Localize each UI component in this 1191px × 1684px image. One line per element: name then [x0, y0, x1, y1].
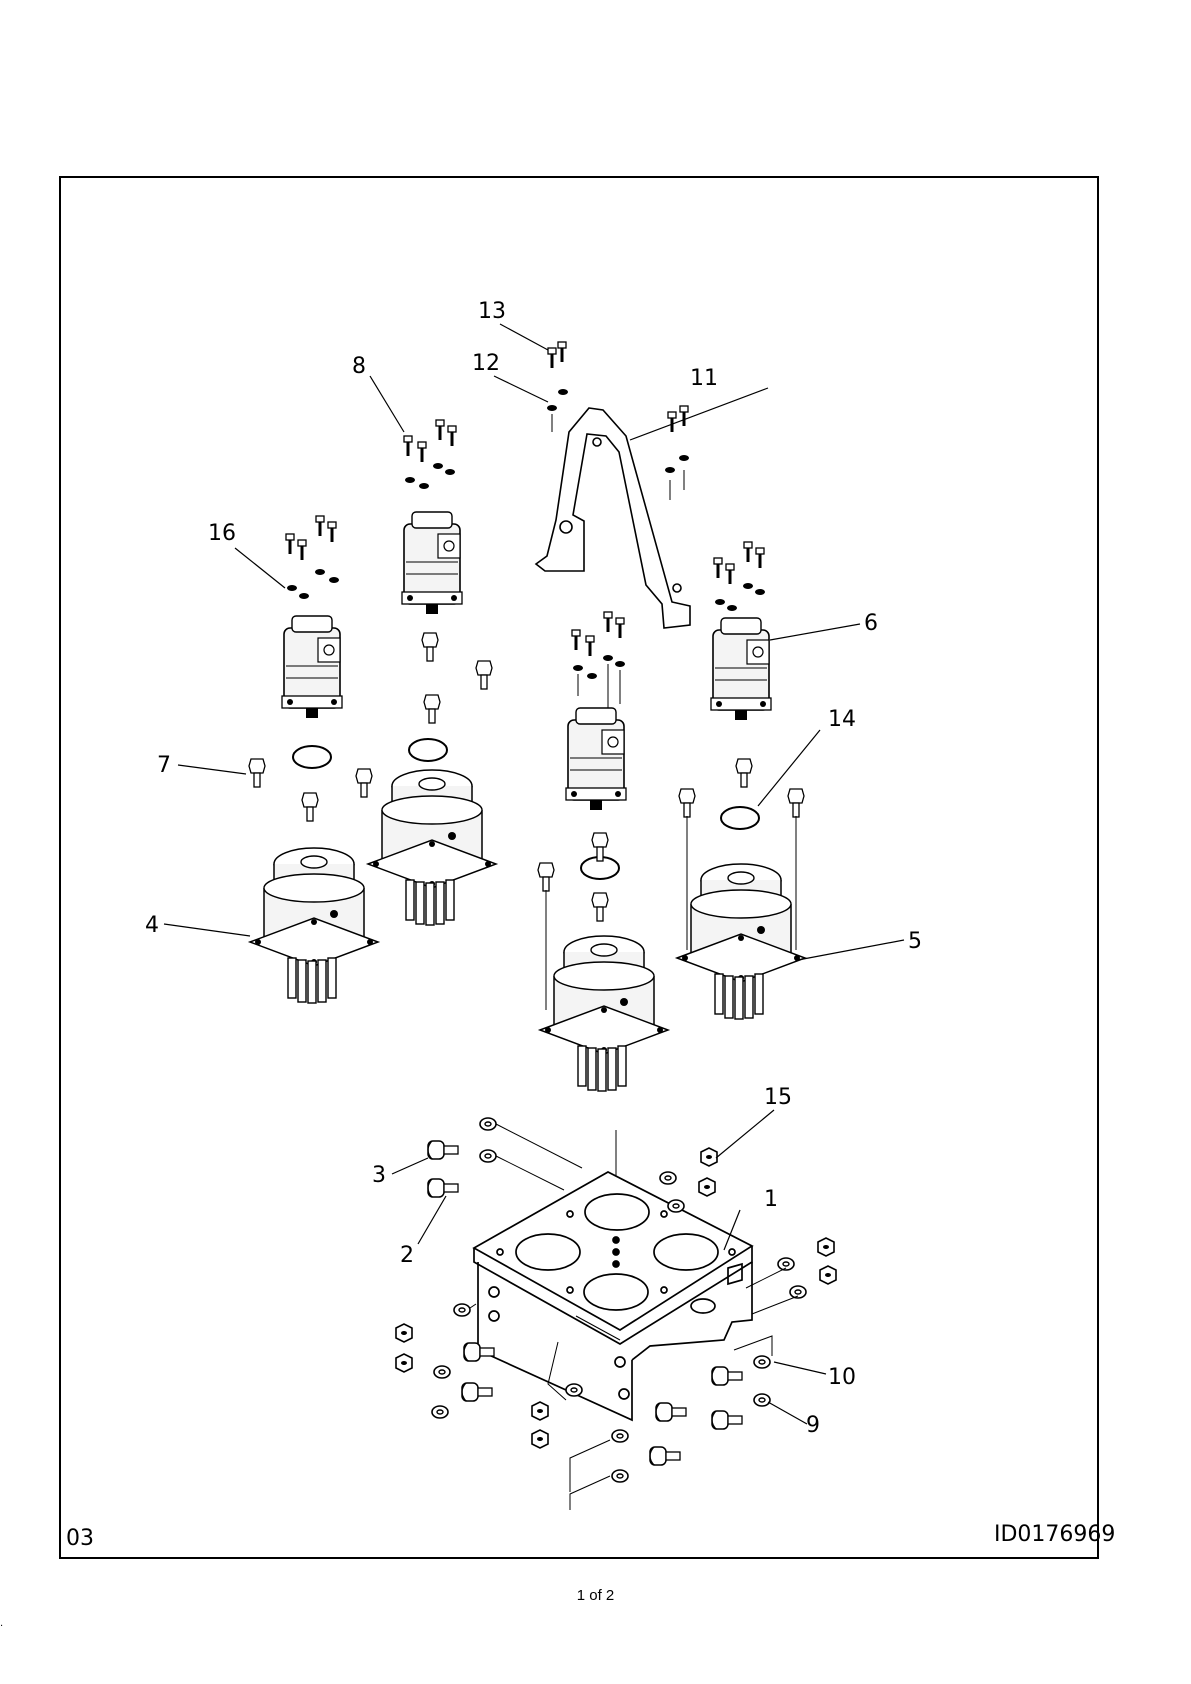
callout-13: 13 [478, 299, 506, 324]
callout-4: 4 [145, 913, 159, 938]
callout-11: 11 [690, 366, 718, 391]
callout-1: 1 [764, 1187, 778, 1212]
base-plate [474, 1172, 752, 1420]
callout-2: 2 [400, 1243, 414, 1268]
callout-7: 7 [157, 753, 171, 778]
page-mark: . [0, 1618, 3, 1629]
swing-gearbox-upper [368, 770, 496, 925]
sheet-code: 03 [66, 1526, 94, 1551]
hydraulic-motor-center [566, 708, 626, 810]
callout-3: 3 [372, 1163, 386, 1188]
swing-gearbox-left [250, 848, 378, 1003]
callout-14: 14 [828, 707, 856, 732]
swing-gearbox-right [677, 864, 805, 1019]
callout-15: 15 [764, 1085, 792, 1110]
bracket-bolts [547, 342, 689, 500]
hydraulic-motor-upper [402, 512, 462, 614]
callout-8: 8 [352, 354, 366, 379]
swing-gearbox-center [540, 936, 668, 1091]
callout-10: 10 [828, 1365, 856, 1390]
page-number: 1 of 2 [0, 1587, 1191, 1604]
callout-9: 9 [806, 1413, 820, 1438]
callout-5: 5 [908, 929, 922, 954]
callout-6: 6 [864, 611, 878, 636]
hydraulic-motor-right [711, 618, 771, 720]
callout-12: 12 [472, 351, 500, 376]
bracket [536, 408, 690, 628]
figure-id: ID0176969 [994, 1522, 1115, 1547]
callout-16: 16 [208, 521, 236, 546]
hydraulic-motor-left [282, 616, 342, 718]
motor-bolt-sets [286, 420, 765, 708]
